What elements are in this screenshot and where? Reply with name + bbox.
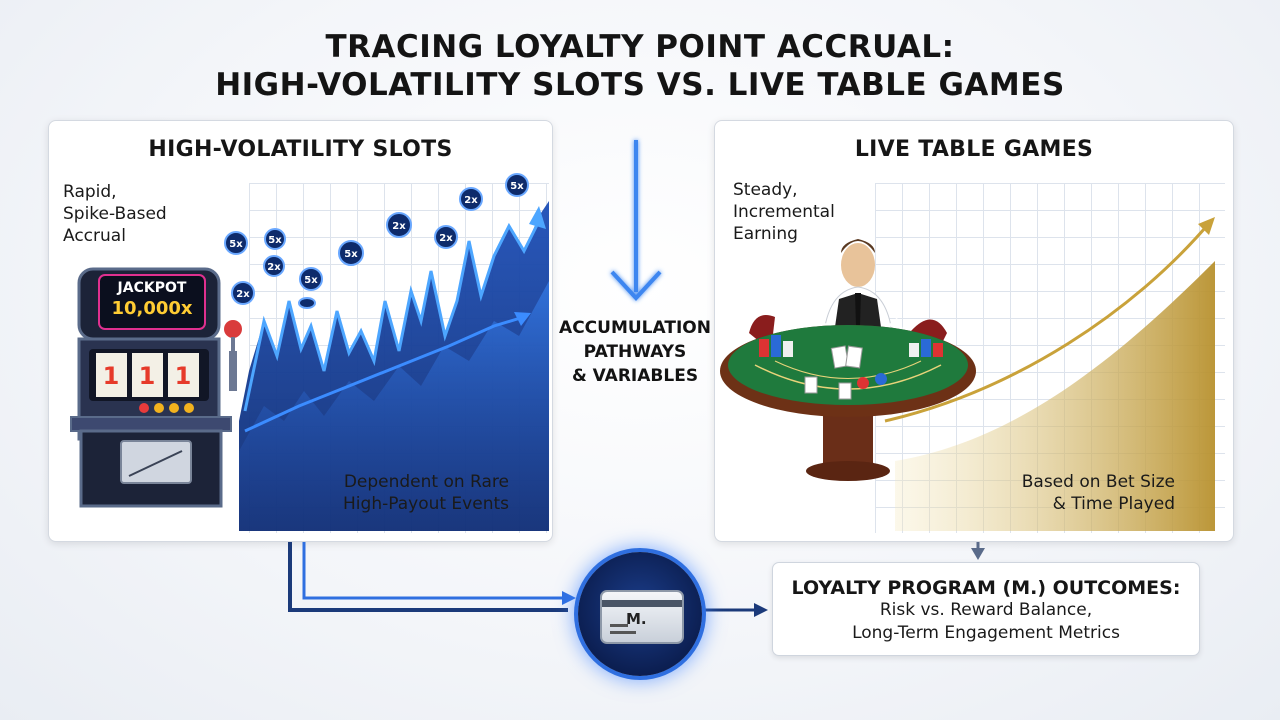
multiplier-token: 5x	[224, 231, 248, 255]
svg-text:5x: 5x	[510, 181, 524, 192]
slots-panel-title: HIGH-VOLATILITY SLOTS	[148, 137, 453, 162]
page-title: TRACING LOYALTY POINT ACCRUAL: HIGH-VOLA…	[0, 28, 1280, 104]
multiplier-token: 2x	[459, 187, 483, 211]
table-panel-title: LIVE TABLE GAMES	[854, 137, 1094, 162]
reel-symbol: 1	[103, 362, 120, 390]
steady-line	[884, 220, 1213, 423]
slots-volatility-chart	[239, 201, 549, 531]
svg-text:2x: 2x	[392, 221, 406, 232]
steady-arrowhead	[1198, 217, 1215, 235]
svg-text:5x: 5x	[304, 275, 318, 286]
jackpot-value: 10,000x	[111, 298, 192, 319]
center-label-line: ACCUMULATION	[559, 318, 711, 338]
slots-bottom-line: High-Payout Events	[343, 494, 509, 514]
table-bottom-line: Based on Bet Size	[1021, 472, 1175, 492]
multiplier-token: 5x	[338, 240, 364, 266]
svg-text:2x: 2x	[236, 289, 250, 300]
trend-line	[244, 314, 528, 433]
center-label-line: & VARIABLES	[571, 366, 699, 386]
multiplier-token: 5x	[264, 228, 286, 250]
slots-panel: HIGH-VOLATILITY SLOTS Rapid, Spike-Based…	[48, 120, 553, 542]
svg-text:5x: 5x	[229, 239, 243, 250]
outcome-line: Long-Term Engagement Metrics	[852, 623, 1120, 643]
table-note-line: Earning	[733, 224, 798, 244]
slot-machine-icon: JACKPOT 10,000x 1 1 1	[70, 267, 242, 508]
slots-note-line: Spike-Based	[63, 204, 167, 224]
loyalty-card-icon: M.	[600, 590, 684, 644]
svg-text:5x: 5x	[268, 235, 282, 246]
table-panel: LIVE TABLE GAMES Steady, Incremental Ear…	[714, 120, 1234, 542]
dealer-icon	[720, 239, 976, 481]
slots-to-hub-connector	[288, 542, 576, 612]
svg-text:5x: 5x	[344, 249, 358, 260]
coin	[298, 297, 316, 309]
spike-line	[243, 220, 541, 412]
table-note: Steady, Incremental Earning	[733, 179, 835, 245]
multiplier-token: 2x	[434, 225, 458, 249]
spike-area-secondary	[239, 281, 549, 531]
outcome-box: LOYALTY PROGRAM (M.) OUTCOMES: Risk vs. …	[772, 562, 1200, 656]
table-growth-chart	[884, 217, 1215, 531]
table-note-line: Incremental	[733, 202, 835, 222]
spike-arrowhead	[529, 206, 546, 229]
multiplier-token: 2x	[263, 255, 285, 277]
reel-symbol: 1	[175, 362, 192, 390]
table-note-line: Steady,	[733, 180, 798, 200]
svg-text:2x: 2x	[439, 233, 453, 244]
card-text: M.	[626, 610, 647, 628]
slots-note: Rapid, Spike-Based Accrual	[63, 181, 167, 247]
outcome-line: Risk vs. Reward Balance,	[879, 600, 1093, 620]
multiplier-tokens: 5x 5x 2x 2x 5x 5x 2x 2x 2x 5x	[224, 173, 529, 309]
slots-note-line: Accrual	[63, 226, 126, 246]
steady-area	[895, 261, 1215, 531]
svg-text:2x: 2x	[267, 262, 281, 273]
title-line-1: TRACING LOYALTY POINT ACCRUAL:	[325, 29, 955, 65]
svg-text:2x: 2x	[464, 195, 478, 206]
table-bottom-line: & Time Played	[1052, 494, 1175, 514]
slots-note-line: Rapid,	[63, 182, 117, 202]
jackpot-label: JACKPOT	[117, 280, 187, 296]
trend-arrowhead	[514, 312, 531, 326]
slots-bottom-note: Dependent on Rare High-Payout Events	[329, 471, 509, 515]
multiplier-token: 5x	[299, 267, 323, 291]
loyalty-hub: M.	[578, 552, 702, 676]
table-bottom-note: Based on Bet Size & Time Played	[1005, 471, 1175, 515]
hub-to-outcome-arrow	[704, 603, 768, 617]
center-label-line: PATHWAYS	[583, 342, 687, 362]
multiplier-token: 5x	[505, 173, 529, 197]
center-label: ACCUMULATION PATHWAYS & VARIABLES	[545, 316, 725, 388]
arrow-icon	[610, 140, 662, 301]
title-line-2: HIGH-VOLATILITY SLOTS VS. LIVE TABLE GAM…	[215, 67, 1065, 103]
table-to-outcome-arrow	[971, 542, 985, 560]
multiplier-token: 2x	[386, 212, 412, 238]
multiplier-token: 2x	[231, 281, 255, 305]
outcome-title: LOYALTY PROGRAM (M.) OUTCOMES:	[791, 577, 1181, 599]
reel-symbol: 1	[139, 362, 156, 390]
slots-bottom-line: Dependent on Rare	[343, 472, 509, 492]
